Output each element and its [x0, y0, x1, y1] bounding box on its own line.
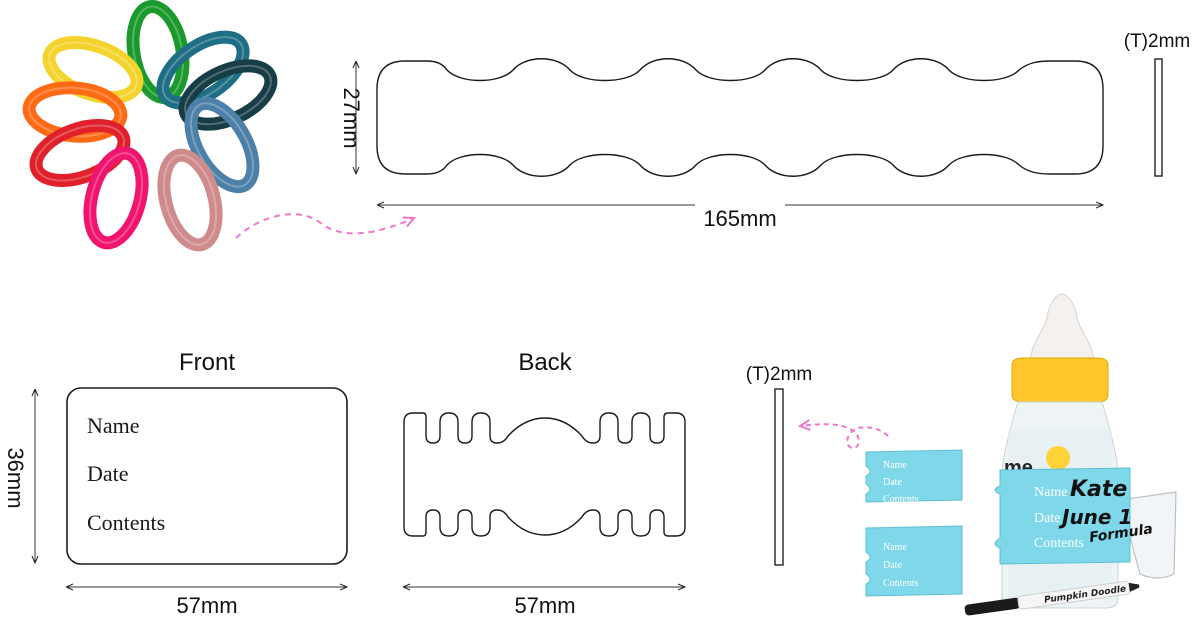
- tag-thickness-bar: [774, 388, 784, 566]
- svg-text:Date: Date: [883, 477, 902, 488]
- svg-text:Kate: Kate: [1070, 477, 1127, 502]
- front-height-label: 36mm: [3, 447, 28, 508]
- silicone-bands-photo: [22, 0, 278, 252]
- pink-curly-arrow: [800, 424, 889, 449]
- svg-text:Name: Name: [883, 460, 907, 471]
- silicone-band: [29, 119, 131, 187]
- band-thickness-bar: [1154, 58, 1163, 177]
- tag-thickness-label: (T)2mm: [746, 364, 812, 385]
- front-tag-outline: [66, 387, 348, 565]
- svg-text:Name: Name: [883, 542, 907, 553]
- band-height-label: 27mm: [339, 87, 364, 148]
- front-title: Front: [179, 349, 235, 376]
- silicone-band-highlight: [88, 152, 144, 244]
- silicone-band-highlight: [190, 102, 254, 188]
- svg-text:Date: Date: [883, 560, 902, 571]
- blue-tags-photo: Name Date Contents Name Date Contents: [865, 449, 963, 597]
- silicone-band-highlight: [35, 124, 125, 182]
- front-width-label: 57mm: [176, 593, 237, 618]
- svg-text:Contents: Contents: [883, 494, 919, 505]
- silicone-band: [156, 30, 250, 110]
- pink-dashed-arrow: [235, 213, 414, 239]
- band-outline: [376, 58, 1104, 177]
- silicone-band-highlight: [161, 36, 245, 104]
- back-title: Back: [518, 349, 572, 376]
- svg-text:June 1: June 1: [1058, 505, 1132, 529]
- silicone-band: [184, 96, 260, 194]
- silicone-band: [83, 146, 149, 250]
- silicone-band: [157, 148, 223, 252]
- front-field-date: Date: [87, 461, 129, 486]
- front-field-name: Name: [87, 413, 140, 438]
- front-field-contents: Contents: [87, 510, 165, 535]
- band-length-label: 165mm: [703, 206, 776, 231]
- svg-text:Contents: Contents: [883, 578, 919, 589]
- svg-text:Date: Date: [1034, 511, 1060, 526]
- svg-text:Contents: Contents: [1034, 536, 1084, 551]
- back-width-label: 57mm: [514, 593, 575, 618]
- band-thickness-label: (T)2mm: [1124, 31, 1190, 52]
- svg-text:Name: Name: [1034, 485, 1067, 500]
- marker-pen-photo: Pumpkin Doodle: [964, 580, 1140, 616]
- silicone-band-highlight: [162, 154, 218, 246]
- baby-bottle-photo: me Name Date Contents Kate June 1 Formul…: [994, 293, 1177, 609]
- back-tag-outline: [403, 412, 686, 537]
